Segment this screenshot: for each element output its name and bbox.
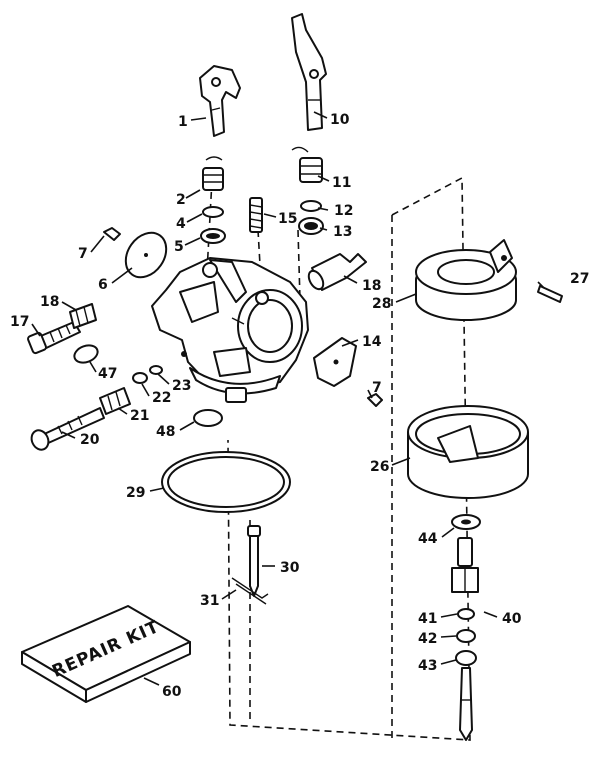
main-jet-needle [30,387,131,451]
callout-47: 47 [98,366,117,382]
callout-42: 42 [418,631,437,647]
callout-6: 6 [98,277,108,293]
assembly-guide-lines [205,176,471,741]
callout-28: 28 [372,296,391,312]
callout-22: 22 [152,390,171,406]
throttle-plate-part [103,227,168,279]
callout-31: 31 [200,593,219,609]
choke-lever-part [291,13,327,131]
idle-screw-part [249,197,263,233]
callout-40: 40 [502,611,522,627]
float-needle-part [231,525,269,605]
primer-plug-part [73,344,99,364]
o-ring-parts [132,365,163,384]
float-part [415,239,517,321]
callout-23: 23 [172,378,191,394]
callout-48: 48 [156,424,175,440]
bowl-gasket-part [161,451,291,513]
callout-18-left: 18 [40,294,59,310]
callout-1: 1 [178,114,188,130]
callout-27: 27 [570,271,589,287]
callout-7-top: 7 [78,246,88,262]
seal-48-part [193,409,223,427]
callout-20: 20 [80,432,100,448]
repair-kit-box: REPAIR KIT [21,605,191,703]
float-pin-part [537,285,563,303]
float-bowl-part [407,405,529,499]
callout-14: 14 [362,334,382,350]
throttle-lever-part [199,65,241,137]
bowl-washer-part [451,514,481,530]
callout-numbers: 1 10 2 4 5 7 6 11 12 13 15 18 14 7 18 17… [10,112,589,700]
callout-12: 12 [334,203,353,219]
callout-18-right: 18 [362,278,381,294]
callout-41: 41 [418,611,437,627]
adjusting-screw-left [27,303,97,355]
callout-44: 44 [418,531,438,547]
callout-30: 30 [280,560,300,576]
carburetor-body [151,257,309,403]
callout-29: 29 [126,485,145,501]
callout-60: 60 [162,684,182,700]
callout-17: 17 [10,314,29,330]
fuel-inlet-fitting [307,253,367,291]
callout-4: 4 [176,216,186,232]
callout-11: 11 [332,175,351,191]
callout-21: 21 [130,408,149,424]
callout-leaders [31,111,545,686]
callout-15: 15 [278,211,297,227]
callout-10: 10 [330,112,350,128]
callout-13: 13 [333,224,352,240]
callout-26: 26 [370,459,389,475]
throttle-shaft-stack [200,156,226,244]
callout-5: 5 [174,239,184,255]
callout-7-bottom: 7 [372,380,382,396]
choke-shaft-stack [291,146,324,235]
callout-2: 2 [176,192,186,208]
callout-43: 43 [418,658,437,674]
bowl-nut-assembly [451,537,479,741]
